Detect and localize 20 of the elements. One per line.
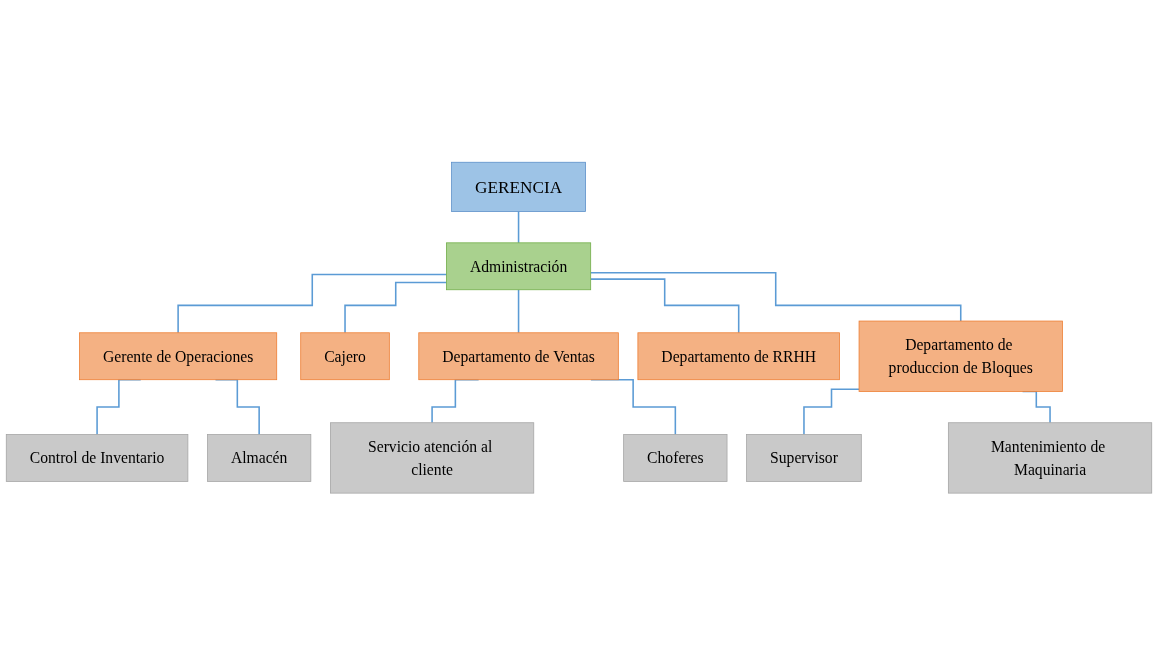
node-box: Departamento de produccion de Bloques	[858, 320, 1063, 392]
node-box: Departamento de RRHH	[637, 332, 840, 380]
connector	[344, 281, 448, 334]
connector	[589, 271, 962, 322]
node-box: Servicio atención al cliente	[330, 422, 535, 494]
node-box: Gerente de Operaciones	[79, 332, 278, 380]
node-box: Cajero	[300, 332, 390, 380]
connector	[517, 288, 520, 334]
node-box: Departamento de Ventas	[418, 332, 619, 380]
node-box: Almacén	[207, 433, 312, 482]
connector	[589, 278, 740, 334]
node-box: Control de Inventario	[5, 433, 189, 482]
node-box: Mantenimiento de Maquinaria	[947, 422, 1153, 494]
connector	[517, 210, 520, 244]
node-box: Supervisor	[746, 433, 862, 482]
node-box: GERENCIA	[451, 161, 586, 212]
node-box: Choferes	[623, 433, 728, 482]
connector	[803, 388, 860, 436]
connector	[177, 273, 448, 334]
node-box: Administración	[446, 242, 592, 290]
